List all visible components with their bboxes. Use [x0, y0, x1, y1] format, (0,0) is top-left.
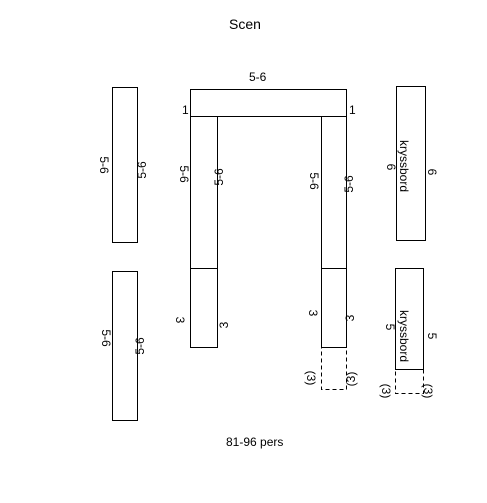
- left-leg-table-upper: [190, 116, 218, 269]
- head-table-right-end-label: 1: [349, 103, 356, 117]
- left-lower-inner-label: 5-6: [133, 337, 147, 355]
- right-leg-optional-extension: [321, 347, 347, 390]
- cross-table-optional-extension: [395, 369, 424, 394]
- right-leg-outer-label: 5-6: [342, 175, 356, 193]
- cross-table-upper-inner-label: 6: [384, 163, 398, 171]
- left-upper-outer-label: 5-6: [97, 156, 111, 174]
- left-table-upper: [112, 87, 138, 243]
- left-leg-table-lower: [190, 268, 218, 348]
- cross-table-lower-inner-label: 5: [383, 323, 397, 331]
- head-table: [190, 89, 347, 117]
- cross-table-lower-outer-label: 5: [425, 332, 439, 340]
- left-leg-lower-inner-label: 3: [217, 321, 231, 329]
- diagram-title: Scen: [229, 16, 261, 32]
- head-table-seat-label: 5-6: [249, 70, 267, 84]
- left-upper-inner-label: 5-6: [135, 161, 149, 179]
- right-leg-table-lower: [321, 268, 347, 348]
- right-leg-ext-inner-label: (3): [304, 370, 318, 386]
- left-leg-outer-label: 5-6: [177, 165, 191, 183]
- right-leg-inner-label: 5-6: [307, 172, 321, 190]
- right-leg-lower-outer-label: 3: [343, 314, 357, 322]
- left-table-lower: [112, 271, 138, 421]
- left-leg-lower-outer-label: 3: [173, 316, 187, 324]
- cross-table-upper: [396, 86, 426, 241]
- capacity-label: 81-96 pers: [226, 435, 284, 449]
- right-leg-ext-outer-label: (3): [344, 371, 358, 387]
- cross-table-upper-outer-label: 6: [425, 168, 439, 176]
- cross-table-ext-inner-label: (3): [379, 383, 393, 399]
- cross-table-upper-name: kryssbord: [397, 139, 411, 193]
- left-leg-inner-label: 5-6: [212, 168, 226, 186]
- left-lower-outer-label: 5-6: [99, 329, 113, 347]
- head-table-left-end-label: 1: [182, 103, 189, 117]
- cross-table-ext-outer-label: (3): [421, 383, 435, 399]
- right-leg-lower-inner-label: 3: [306, 309, 320, 317]
- cross-table-lower-name: kryssbord: [397, 309, 411, 363]
